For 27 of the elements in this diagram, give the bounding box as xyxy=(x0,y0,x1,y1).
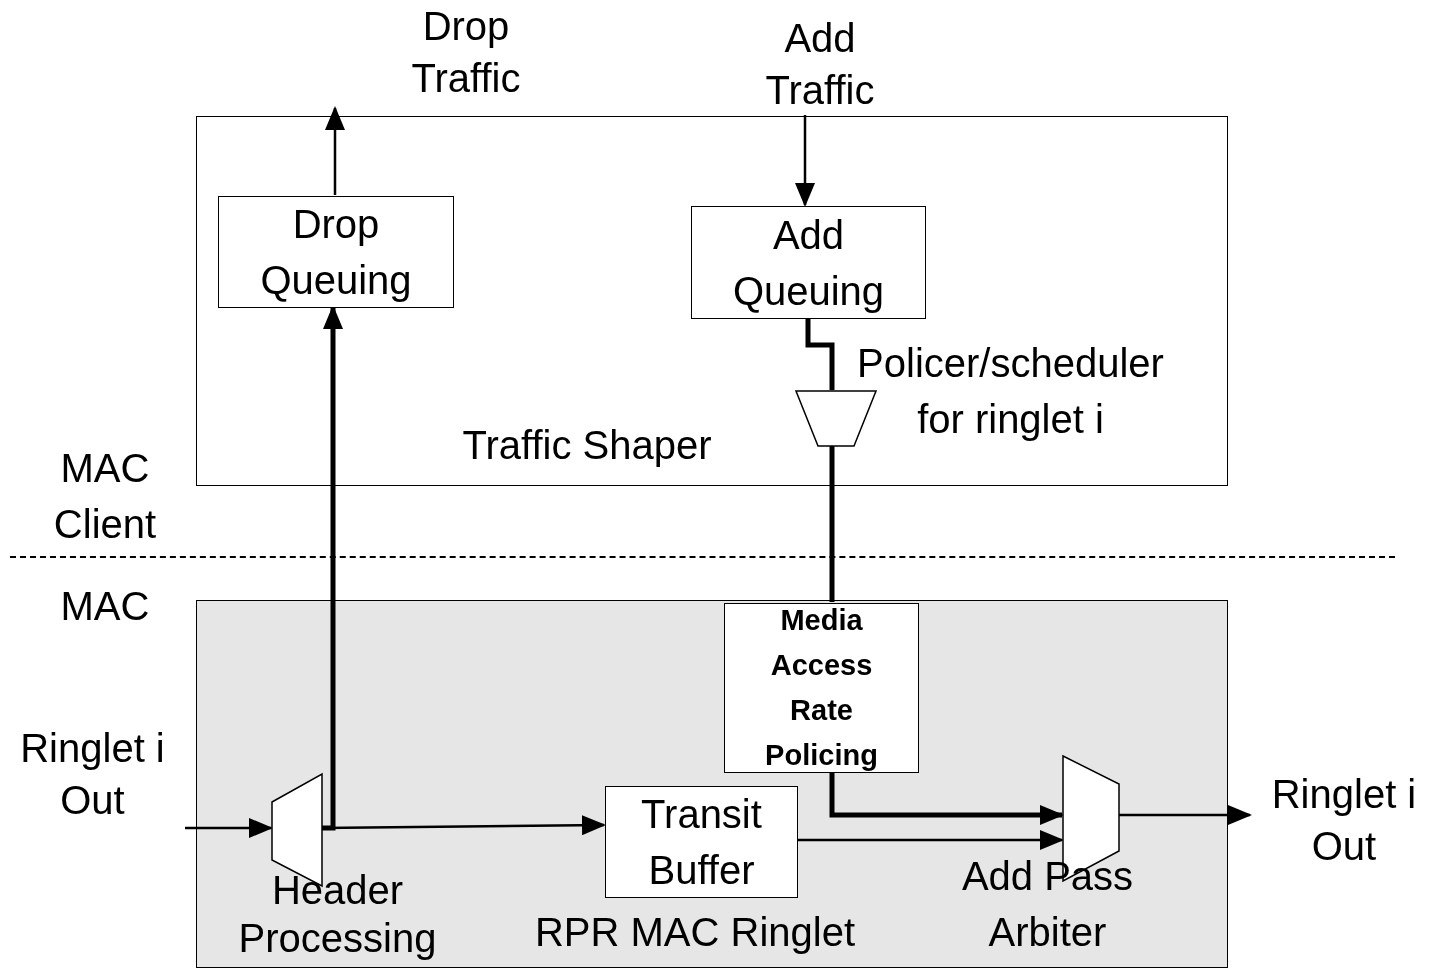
flow-label: Ringlet i Out xyxy=(1250,768,1438,873)
layer-label: MAC xyxy=(59,583,151,630)
flow-label: Add Traffic xyxy=(745,12,895,115)
arrow xyxy=(325,106,345,195)
arrow xyxy=(829,772,1064,825)
component-caption: Add Pass Arbiter xyxy=(960,853,1135,956)
box-label: Add Queuing xyxy=(731,211,886,315)
process-box xyxy=(724,603,919,773)
component-caption: Header Processing xyxy=(237,867,438,962)
panel-title: Traffic Shaper xyxy=(461,422,713,469)
box-label: Transit Buffer xyxy=(640,791,763,894)
arrow xyxy=(185,818,273,838)
panel xyxy=(196,600,1228,968)
policer-symbol xyxy=(796,391,876,446)
arrow xyxy=(797,830,1064,850)
process-box xyxy=(691,206,926,319)
layer-label: MAC Client xyxy=(52,445,158,548)
process-box xyxy=(605,786,798,898)
arrow xyxy=(795,115,815,207)
panel-title: RPR MAC Ringlet xyxy=(533,909,857,956)
box-label: Drop Queuing xyxy=(259,201,413,304)
box-label: Media Access Rate Policing xyxy=(764,603,879,773)
component-caption: Policer/scheduler for ringlet i xyxy=(856,340,1165,443)
flow-label: Ringlet i Out xyxy=(0,722,185,827)
flow-label: Drop Traffic xyxy=(395,0,537,108)
process-box xyxy=(218,196,454,308)
panel xyxy=(196,116,1228,486)
